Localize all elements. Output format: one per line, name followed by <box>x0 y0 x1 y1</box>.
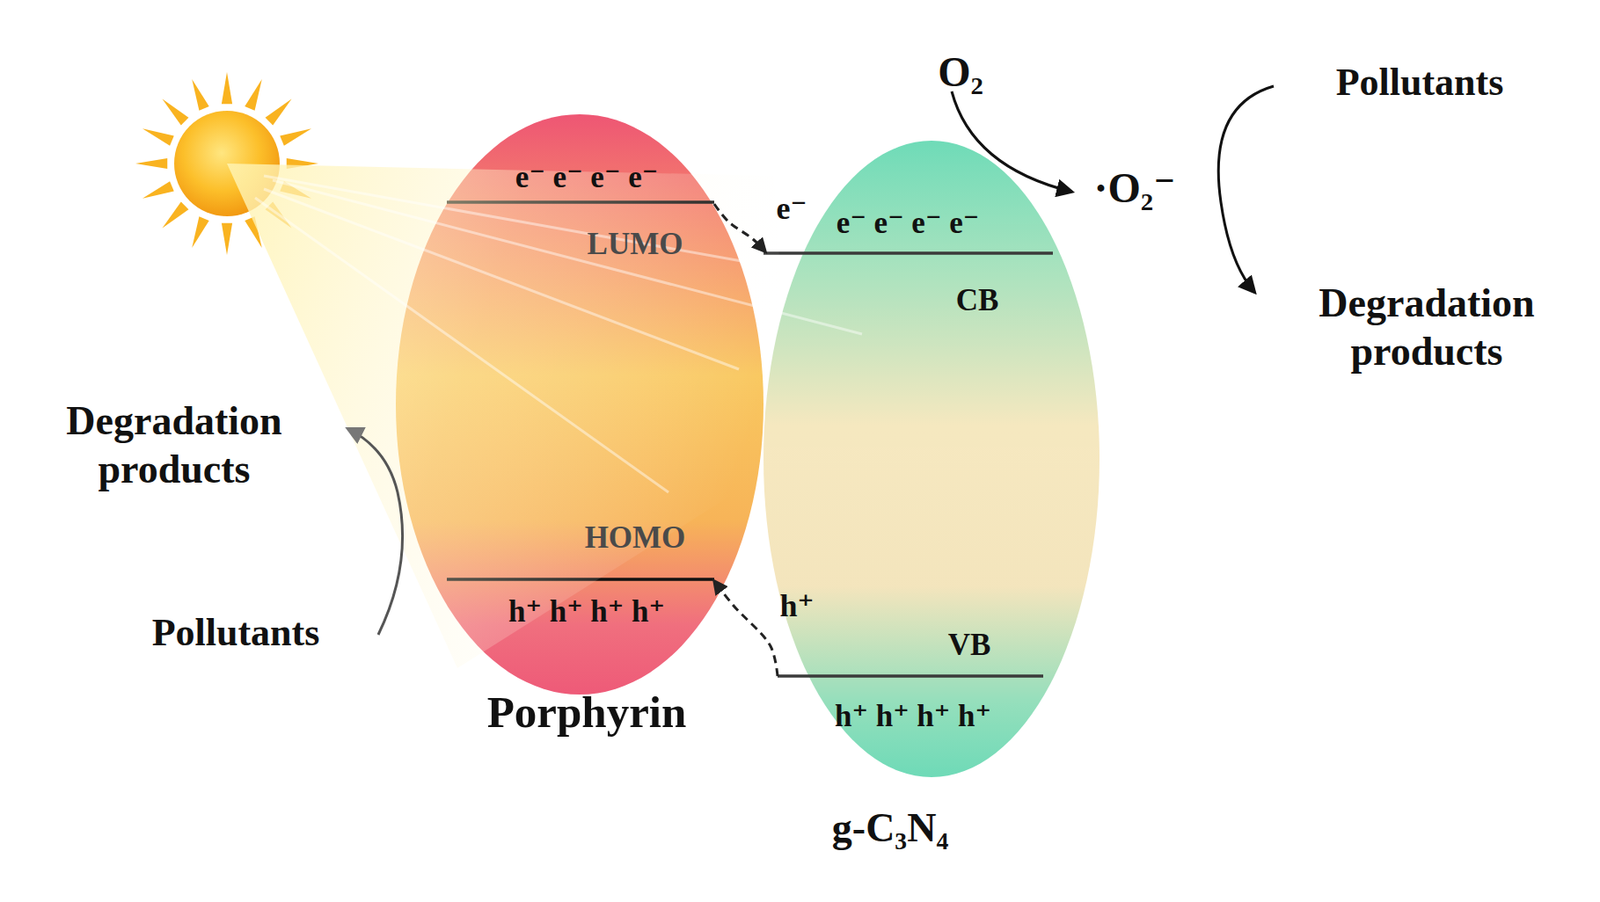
charge-transfer-arrow <box>714 204 766 252</box>
species-label: O₂ <box>937 46 984 98</box>
sun-ray <box>191 79 210 111</box>
ellipse-shape <box>395 114 764 695</box>
product-label: Degradation products <box>1281 278 1572 376</box>
sun-ray <box>142 128 175 147</box>
material-name: Porphyrin <box>487 687 687 738</box>
level-name: LUMO <box>587 227 684 263</box>
edge-label: e⁻ <box>776 189 808 228</box>
carrier-row: h⁺ h⁺ h⁺ h⁺ <box>834 700 992 735</box>
sun-ray <box>244 216 263 249</box>
reaction-arrow <box>348 429 403 636</box>
carrier-row: e⁻ e⁻ e⁻ e⁻ <box>836 206 979 242</box>
charge-transfer-arrow <box>714 581 778 677</box>
material-name: g-C₃N₄ <box>832 806 949 852</box>
sun-ray <box>279 181 312 199</box>
sun-rays <box>135 72 319 256</box>
energy-level <box>446 577 715 582</box>
product-label: Degradation products <box>29 396 320 494</box>
sun-ray <box>286 158 319 169</box>
reaction-arrow <box>1218 86 1274 293</box>
level-name: VB <box>948 628 992 664</box>
sun-ray <box>265 98 293 125</box>
pollutant-label: Pollutants <box>1336 59 1505 107</box>
sun-ray <box>161 202 189 229</box>
light-streaks <box>255 175 863 493</box>
species-label: ·O₂⁻ <box>1093 162 1176 214</box>
reaction-arrow <box>951 91 1072 192</box>
carrier-row: h⁺ h⁺ h⁺ h⁺ <box>508 595 665 630</box>
sun-ray <box>244 79 263 111</box>
level-name: HOMO <box>584 521 687 556</box>
sun-ray <box>161 98 189 125</box>
sun <box>174 110 280 217</box>
ellipse-outline <box>395 114 764 748</box>
energy-level <box>777 674 1044 679</box>
energy-level <box>763 251 1053 256</box>
ellipse-shape <box>763 140 1100 778</box>
sun-ray <box>221 223 233 256</box>
sun-ray <box>221 72 233 104</box>
level-name: CB <box>956 284 1000 319</box>
light-beam <box>226 163 792 669</box>
sun-ray <box>135 158 168 169</box>
sun-ray <box>191 216 210 249</box>
sun-ray <box>142 181 175 199</box>
material-ellipse: e⁻ e⁻ e⁻ e⁻ LUMO HOMO h⁺ h⁺ h⁺ h⁺ Porphyrin <box>395 114 764 748</box>
sun-ray <box>265 202 293 229</box>
pollutant-label: Pollutants <box>152 610 321 658</box>
carrier-row: e⁻ e⁻ e⁻ e⁻ <box>515 160 658 196</box>
sun-ray <box>279 128 312 147</box>
edge-label: h⁺ <box>779 587 814 626</box>
ellipse-outline <box>763 140 1101 854</box>
energy-level <box>446 200 715 205</box>
material-ellipse: e⁻ e⁻ e⁻ e⁻ CB VB h⁺ h⁺ h⁺ h⁺ g-C₃N₄ <box>763 140 1101 854</box>
